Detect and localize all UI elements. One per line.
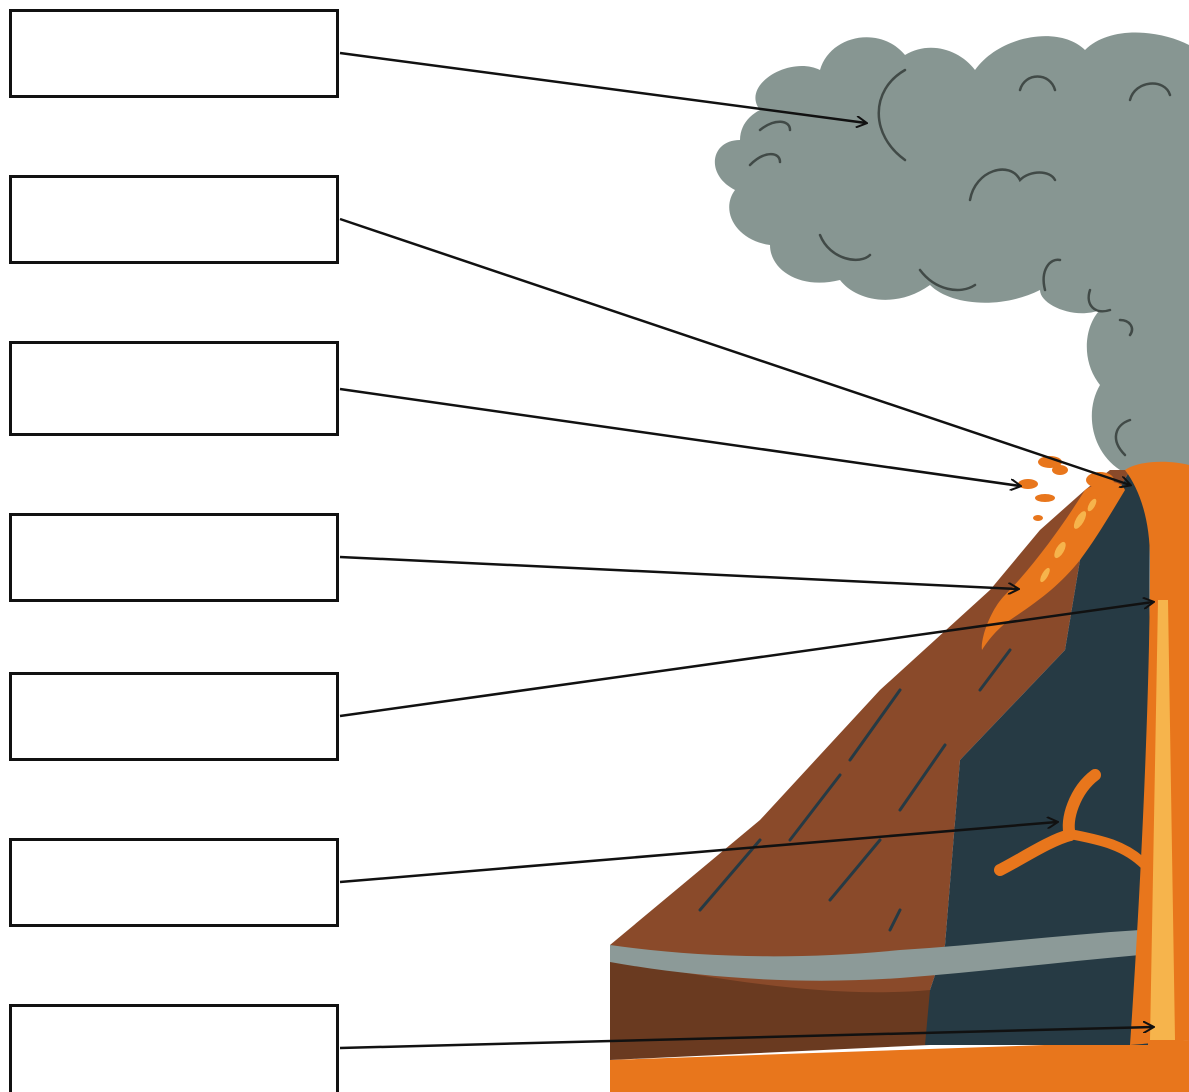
- leader-line-3: [340, 389, 1020, 486]
- ash-cloud: [715, 33, 1189, 471]
- label-box-3[interactable]: [9, 341, 339, 436]
- label-box-7[interactable]: [9, 1004, 339, 1092]
- label-box-6[interactable]: [9, 838, 339, 927]
- label-box-5[interactable]: [9, 672, 339, 761]
- label-box-1[interactable]: [9, 9, 339, 98]
- label-box-2[interactable]: [9, 175, 339, 264]
- label-box-4[interactable]: [9, 513, 339, 602]
- leader-line-4: [340, 557, 1018, 589]
